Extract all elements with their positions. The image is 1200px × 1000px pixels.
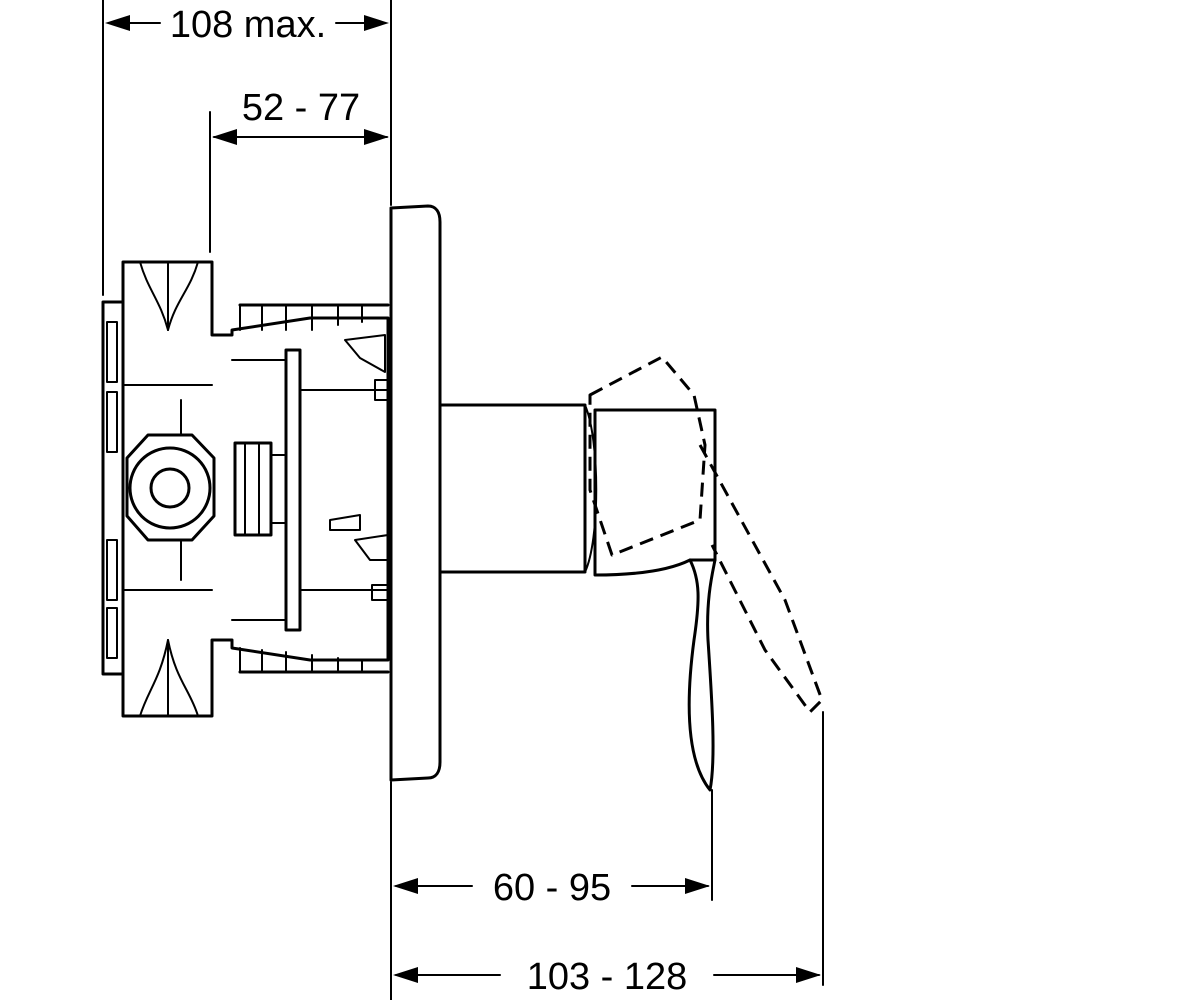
- dimension-body-depth-label: 52 - 77: [242, 87, 360, 129]
- concealed-valve-body: [101, 260, 390, 718]
- lever-handle-open-dashed: [588, 355, 824, 714]
- mixer-body: [438, 403, 717, 577]
- dimension-handle-projection-label: 60 - 95: [493, 867, 611, 909]
- dimension-body-depth: 52 - 77: [212, 87, 389, 145]
- dimension-overall-depth-label: 108 max.: [170, 4, 326, 46]
- lever-handle-closed: [687, 558, 717, 792]
- dimension-handle-projection: 60 - 95: [393, 867, 710, 909]
- dimension-overall-depth: 108 max.: [105, 4, 389, 46]
- dimension-total-projection: 103 - 128: [393, 956, 821, 998]
- extension-lines: [102, 0, 824, 1000]
- dimension-total-projection-label: 103 - 128: [527, 956, 688, 998]
- wall-cover-plate: [389, 204, 442, 782]
